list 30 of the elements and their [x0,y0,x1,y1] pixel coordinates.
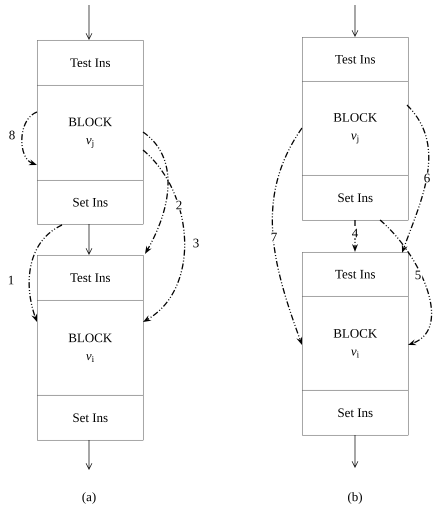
subfigure-label: (b) [348,492,362,504]
subfigure-label: (a) [82,492,96,504]
edge-label: 1 [6,274,16,286]
edge-label: 7 [270,232,278,242]
arrow [21,111,38,166]
arrow [380,220,432,346]
arrow [352,4,358,37]
edge-label: 8 [8,130,16,140]
block-box: BLOCK v$_{j}$ [302,81,408,176]
edge-label: 3 [192,238,200,248]
arrow [86,4,92,40]
instruction-box: Test Ins [302,252,408,296]
arrow [86,440,92,470]
block-box: BLOCK v$_{j}$ [37,85,144,180]
edge-label: 5 [414,270,422,280]
block-box: BLOCK v$_{i}$ [302,296,408,390]
instruction-box: Set Ins [302,175,408,220]
instruction-box: Set Ins [37,395,144,440]
arrow [352,434,358,468]
instruction-box: Test Ins [37,255,144,300]
instruction-box: Test Ins [37,40,144,86]
arrow [142,150,186,322]
instruction-box: Test Ins [302,37,408,82]
arrow [86,224,92,255]
block-box: BLOCK v$_{i}$ [37,300,144,396]
edge-label: 6 [422,172,432,184]
instruction-box: Set Ins [302,390,408,436]
edge-label: 4 [350,228,360,238]
instruction-box: Set Ins [37,180,144,224]
edge-label: 2 [174,200,184,210]
